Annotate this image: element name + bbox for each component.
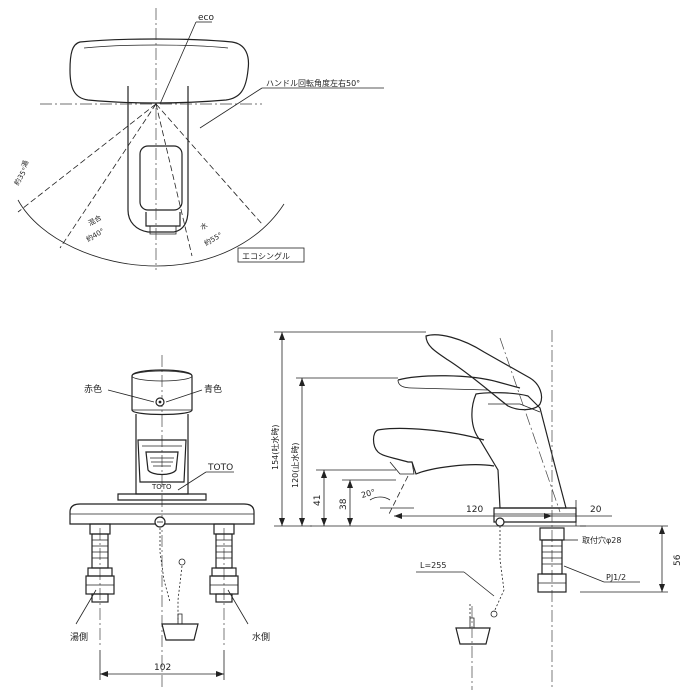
pitch-dimension: 102 — [154, 663, 171, 673]
blue-label: 青色 — [204, 383, 222, 395]
red-label: 赤色 — [84, 383, 102, 395]
hot-side-label: 湯側 — [70, 631, 88, 643]
thread-label: PJ1/2 — [606, 573, 626, 582]
hot-label: 湯 — [19, 159, 30, 169]
chain-length-label: L=255 — [420, 561, 446, 570]
dim-20: 20 — [590, 505, 602, 515]
model-box — [237, 247, 305, 263]
dim-56: 56 — [673, 554, 683, 566]
handle-rotation-label: ハンドル回転角度左右50° — [266, 78, 360, 88]
top-view: eco ハンドル回転角度左右50° 湯 約35° 混合 約40° 水 約55° … — [12, 8, 384, 270]
toto-label: TOTO — [207, 463, 233, 473]
deck-plate-front — [69, 503, 255, 525]
drain-stopper-front — [161, 623, 199, 641]
cold-side-label: 水側 — [252, 631, 270, 643]
hot-angle-label: 約35° — [12, 166, 30, 187]
spout-side — [372, 427, 495, 475]
cold-angle-label: 約55° — [203, 230, 224, 248]
drain-stopper-side — [455, 627, 491, 645]
hole-label: 取付穴φ28 — [582, 535, 621, 545]
model-box-label: エコシングル — [242, 251, 290, 261]
mix-label: 混合 — [87, 213, 104, 228]
front-view: TOTO 赤色 青色 TOTO — [69, 355, 270, 690]
deck-plate-side — [493, 507, 577, 523]
angle-20: 20° — [360, 488, 376, 500]
cold-label: 水 — [199, 220, 210, 231]
spout-outline-top — [139, 145, 183, 211]
faucet-body-top — [127, 86, 189, 233]
handle-lever-top — [69, 38, 250, 104]
dim-41: 41 — [313, 495, 323, 506]
handle-lever-side — [425, 334, 543, 411]
side-view: 154(吐水時) 120(止水時) 41 38 20° 120 20 — [270, 330, 683, 690]
dim-120: 120 — [466, 505, 483, 515]
dim-120-height: 120(止水時) — [290, 442, 300, 488]
brand-mark: TOTO — [151, 483, 172, 491]
eco-label: eco — [198, 13, 214, 23]
dim-154: 154(吐水時) — [270, 424, 280, 470]
dim-38: 38 — [339, 498, 349, 510]
mix-angle-label: 約40° — [85, 226, 106, 244]
